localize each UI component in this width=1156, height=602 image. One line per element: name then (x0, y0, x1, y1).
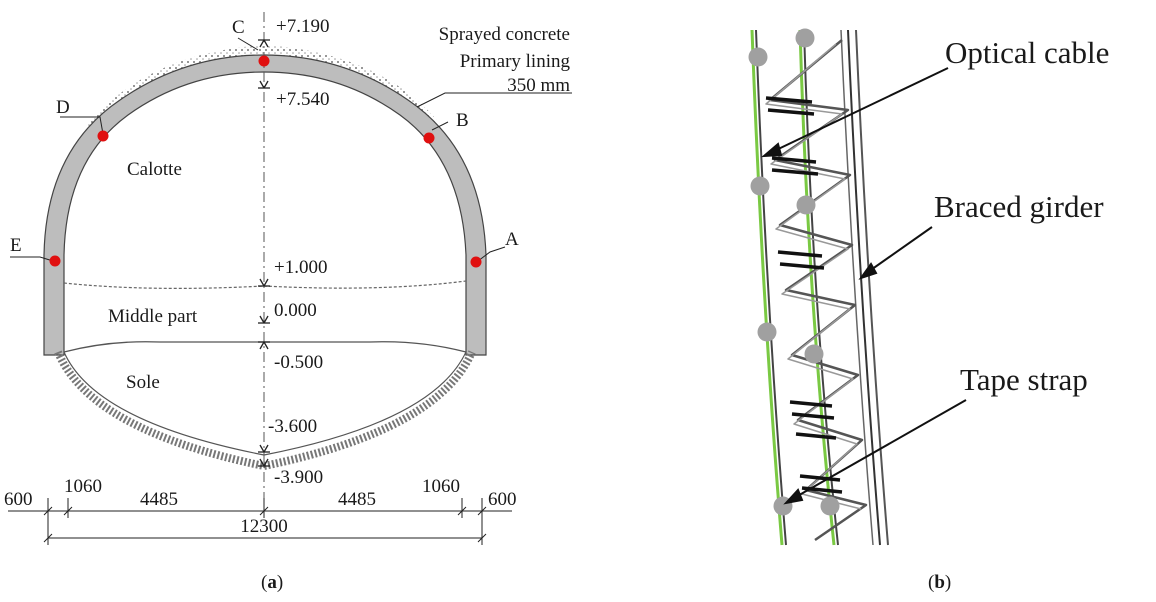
point-d-label: D (56, 97, 70, 118)
dimension-lines (8, 498, 512, 545)
caption-b-letter: b (934, 572, 945, 593)
dimension-600-left: 600 (4, 489, 33, 510)
caption-b-open: ( (928, 572, 935, 593)
elevation-middle-bottom: -0.500 (274, 352, 323, 373)
caption-b-close: ) (944, 572, 952, 593)
panel-b-labels: Optical cable Braced girder Tape strap (934, 35, 1109, 397)
girder-chord-right-inner2 (840, 29, 874, 546)
caption-a-close: ) (276, 572, 284, 593)
caption-b: (b) (928, 572, 951, 594)
point-d-leader (60, 116, 104, 135)
dimension-total: 12300 (240, 516, 288, 537)
dimension-1060-left: 1060 (64, 476, 102, 497)
point-a-label: A (505, 229, 519, 250)
braced-girder-detail (748, 28, 967, 546)
point-c-leader (237, 37, 259, 51)
point-a-marker (470, 256, 482, 268)
girder-chord-left-a (755, 29, 787, 546)
caption-a-letter: a (267, 572, 277, 593)
dimension-4485-right: 4485 (338, 489, 376, 510)
optical-cable-arrow (771, 67, 949, 153)
braced-girder-label: Braced girder (934, 189, 1104, 224)
tape-strap-label: Tape strap (960, 362, 1088, 397)
optical-cable-left (750, 29, 784, 546)
point-e-label: E (10, 235, 22, 256)
elevation-top-inner: +7.540 (276, 89, 329, 110)
point-c-label: C (232, 17, 245, 38)
dimension-4485-left: 4485 (140, 489, 178, 510)
sole-invert-outer (54, 350, 476, 471)
elevation-invert-inner: -3.600 (268, 416, 317, 437)
calotte-label: Calotte (127, 159, 182, 180)
elevation-invert-outer: -3.900 (274, 467, 323, 488)
elevation-bench: +1.000 (274, 257, 327, 278)
point-e-marker (49, 255, 61, 267)
lining-note-leader (416, 92, 572, 108)
caption-a: (a) (261, 572, 283, 594)
lining-note-line3: 350 mm (507, 75, 570, 96)
braced-girder-arrow (867, 226, 933, 273)
point-b-marker (423, 132, 435, 144)
girder-chord-right-inner (855, 29, 889, 546)
optical-cable-label: Optical cable (945, 35, 1109, 70)
point-d-marker (97, 130, 109, 142)
tape-strap-arrow (793, 399, 967, 499)
point-a-leader (477, 246, 506, 262)
girder-chord-right-outer (847, 29, 881, 546)
point-b-leader (431, 121, 449, 131)
point-b-label: B (456, 110, 469, 131)
point-c-marker (258, 55, 270, 67)
elevation-zero: 0.000 (274, 300, 317, 321)
middle-part-label: Middle part (108, 306, 198, 327)
dimension-1060-right: 1060 (422, 476, 460, 497)
lining-note-line2: Primary lining (460, 51, 571, 72)
tunnel-cross-section (8, 12, 572, 545)
lining-note-line1: Sprayed concrete (439, 24, 570, 45)
sole-invert-inner (63, 351, 467, 456)
caption-a-open: ( (261, 572, 268, 593)
dimension-600-right: 600 (488, 489, 517, 510)
sole-label: Sole (126, 372, 160, 393)
elevation-top-outer: +7.190 (276, 16, 329, 37)
primary-lining (43, 54, 487, 356)
panel-a-labels: C D B E A Calotte Middle part Sole Spray… (4, 16, 570, 537)
point-e-leader (10, 256, 54, 262)
sensor-points (748, 28, 840, 516)
